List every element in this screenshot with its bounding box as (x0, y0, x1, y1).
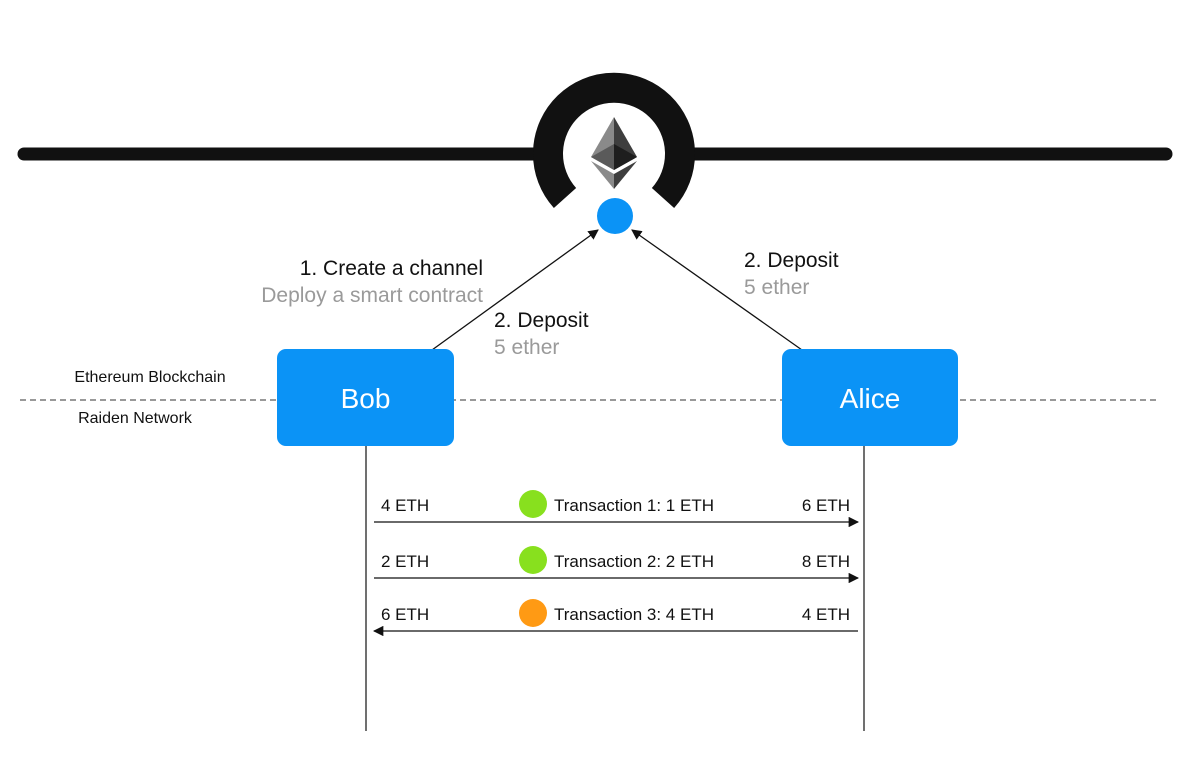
transaction-row: 6 ETH 4 ETH Transaction 3: 4 ETH (372, 599, 858, 637)
bob-node-label: Bob (341, 383, 391, 414)
bob-to-contract-arrow (431, 229, 599, 351)
bob-deposit-amount: 5 ether (494, 336, 559, 359)
bob-deposit-label: 2. Deposit (494, 309, 589, 332)
ethereum-logo-icon (591, 117, 637, 189)
deploy-contract-label: Deploy a smart contract (261, 284, 483, 307)
transaction-status-dot (519, 546, 547, 574)
transaction-status-dot (519, 599, 547, 627)
blockchain-layer-label: Ethereum Blockchain (74, 369, 225, 386)
ethereum-node (533, 72, 695, 211)
transaction-label: Transaction 2: 2 ETH (554, 552, 714, 571)
create-channel-label: 1. Create a channel (300, 257, 483, 280)
alice-balance: 8 ETH (802, 552, 850, 571)
alice-deposit-label: 2. Deposit (744, 249, 839, 272)
bob-balance: 6 ETH (381, 605, 429, 624)
ethereum-ring (533, 72, 695, 209)
alice-to-contract-arrow (631, 229, 803, 351)
transaction-label: Transaction 3: 4 ETH (554, 605, 714, 624)
bob-balance: 4 ETH (381, 496, 429, 515)
transaction-row: 2 ETH 8 ETH Transaction 2: 2 ETH (374, 546, 860, 584)
transaction-status-dot (519, 490, 547, 518)
transaction-row: 4 ETH 6 ETH Transaction 1: 1 ETH (374, 490, 860, 528)
alice-node-label: Alice (840, 383, 901, 414)
bob-balance: 2 ETH (381, 552, 429, 571)
alice-node[interactable]: Alice (782, 349, 958, 446)
alice-deposit-amount: 5 ether (744, 276, 809, 299)
alice-balance: 4 ETH (802, 605, 850, 624)
transaction-list: 4 ETH 6 ETH Transaction 1: 1 ETH 2 ETH 8 ETH… (372, 490, 860, 637)
smart-contract-dot (597, 198, 633, 234)
alice-balance: 6 ETH (802, 496, 850, 515)
bob-node[interactable]: Bob (277, 349, 454, 446)
network-layer-label: Raiden Network (78, 410, 193, 427)
transaction-label: Transaction 1: 1 ETH (554, 496, 714, 515)
